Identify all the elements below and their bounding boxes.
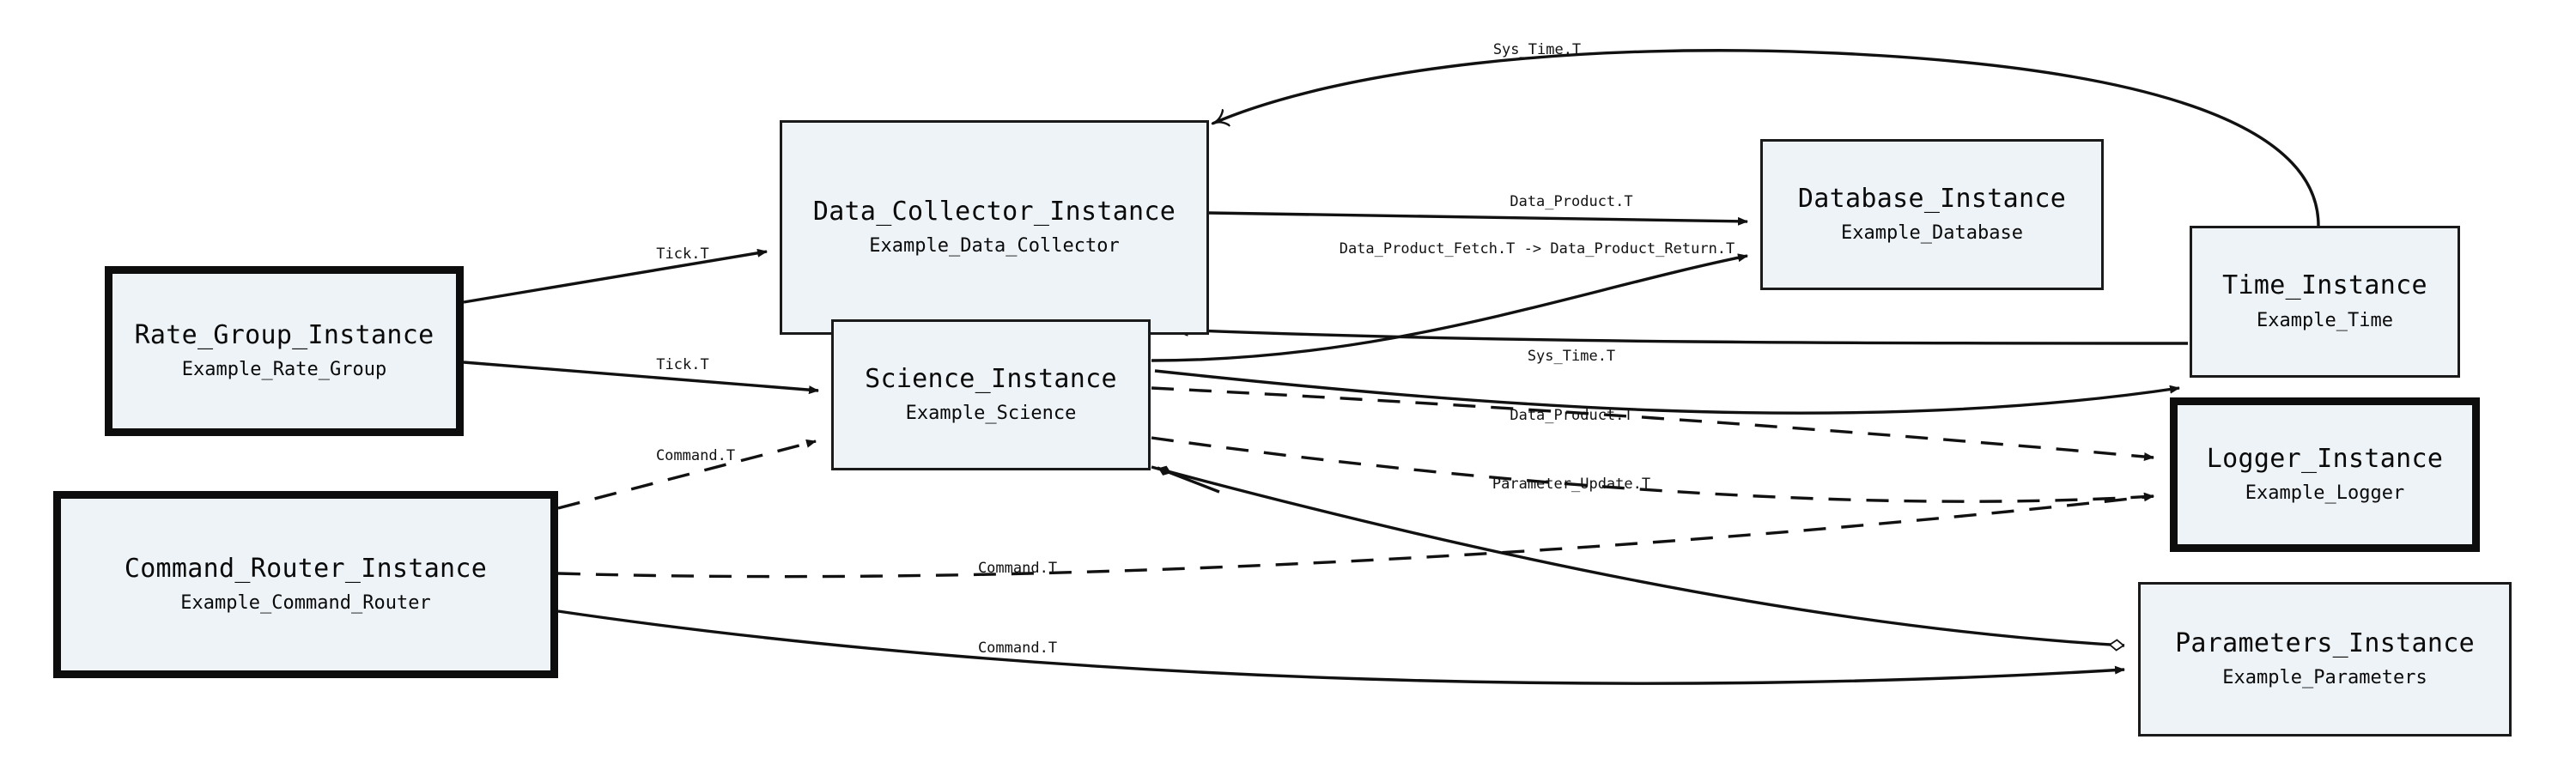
node-subtitle: Example_Command_Router — [180, 592, 431, 615]
node-title: Logger_Instance — [2206, 443, 2444, 474]
node-subtitle: Example_Rate_Group — [181, 359, 387, 381]
edge-label-tick-science: Tick.T — [656, 356, 709, 373]
node-title: Rate_Group_Instance — [134, 319, 434, 350]
edge-label-tick-data-collector: Tick.T — [656, 246, 709, 263]
edge-sys-time-to-science — [1175, 330, 2189, 345]
edge-label-fetch-return: Data_Product_Fetch.T -> Data_Product_Ret… — [1339, 240, 1735, 258]
node-subtitle: Example_Logger — [2245, 482, 2405, 505]
node-rate-group[interactable]: Rate_Group_Instance Example_Rate_Group — [105, 266, 464, 436]
edge-label-sys-time-science: Sys_Time.T — [1527, 348, 1616, 365]
node-logger[interactable]: Logger_Instance Example_Logger — [2170, 397, 2480, 552]
node-parameters[interactable]: Parameters_Instance Example_Parameters — [2138, 582, 2512, 737]
node-time[interactable]: Time_Instance Example_Time — [2190, 226, 2460, 378]
edge-label-sys-time-data-collector: Sys_Time.T — [1492, 41, 1582, 58]
edge-sys-time-to-data-collector — [1212, 49, 2320, 227]
edge-science-to-parameters — [1151, 465, 2124, 646]
node-subtitle: Example_Data_Collector — [869, 235, 1120, 258]
edge-command-to-parameters — [557, 609, 2125, 685]
node-title: Data_Collector_Instance — [812, 196, 1176, 227]
edge-label-data-product-database: Data_Product.T — [1510, 193, 1633, 210]
node-data-collector[interactable]: Data_Collector_Instance Example_Data_Col… — [780, 120, 1209, 335]
node-title: Command_Router_Instance — [124, 553, 488, 584]
edge-label-command-logger: Command.T — [977, 560, 1058, 577]
edge-command-to-science — [557, 439, 817, 510]
node-command-router[interactable]: Command_Router_Instance Example_Command_… — [53, 491, 558, 678]
edge-command-to-logger — [557, 493, 2154, 579]
node-title: Science_Instance — [865, 363, 1117, 394]
edge-tick-to-science — [463, 361, 819, 395]
edge-label-command-parameters: Command.T — [977, 640, 1058, 657]
node-database[interactable]: Database_Instance Example_Database — [1760, 139, 2104, 290]
edge-label-command-science: Command.T — [655, 447, 736, 464]
edge-tick-to-data-collector — [463, 248, 768, 304]
edge-data-product-to-database — [1208, 211, 1748, 226]
node-subtitle: Example_Database — [1841, 222, 2023, 245]
node-title: Parameters_Instance — [2175, 627, 2475, 658]
edge-parameter-update-to-logger — [1151, 436, 2154, 503]
node-subtitle: Example_Time — [2257, 309, 2393, 331]
edge-science-diamond-tail — [1157, 465, 1220, 494]
edge-data-product-fetch-to-database — [1151, 253, 1748, 362]
edge-data-product-to-logger — [1151, 386, 2154, 461]
edge-sys-time-return-to-time — [1154, 369, 2180, 415]
node-title: Database_Instance — [1797, 183, 2067, 214]
node-subtitle: Example_Parameters — [2222, 667, 2427, 689]
node-title: Time_Instance — [2222, 270, 2427, 301]
node-subtitle: Example_Science — [905, 403, 1077, 425]
edge-label-data-product-logger: Data_Product.T — [1510, 407, 1633, 424]
edge-label-parameter-update-logger: Parameter_Update.T — [1492, 476, 1651, 493]
node-science[interactable]: Science_Instance Example_Science — [831, 319, 1151, 470]
